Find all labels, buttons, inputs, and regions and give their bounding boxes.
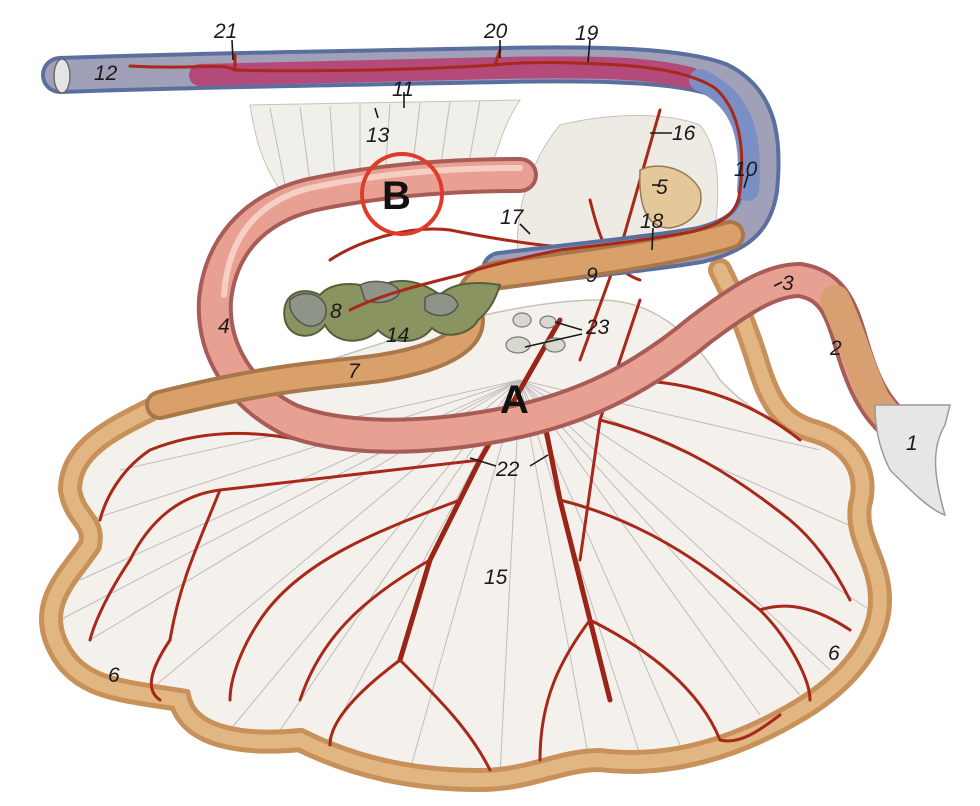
label-2: 2 bbox=[829, 337, 842, 360]
stomach-end-1 bbox=[874, 404, 951, 517]
label-9: 9 bbox=[586, 264, 598, 287]
outer-intestine-highlight bbox=[43, 263, 888, 788]
small-intestine-fill bbox=[200, 161, 904, 450]
lymph-nodes-23 bbox=[505, 312, 566, 354]
label-3: 3 bbox=[782, 272, 794, 295]
colon-purple-segment bbox=[189, 56, 701, 89]
label-4: 4 bbox=[218, 315, 230, 338]
label-6-left: 6 bbox=[108, 664, 120, 687]
label-1: 1 bbox=[906, 432, 918, 455]
label-12: 12 bbox=[94, 62, 118, 85]
label-15: 15 bbox=[484, 566, 508, 589]
marker-b-circle bbox=[360, 152, 444, 236]
mesentery-fibers bbox=[59, 379, 871, 776]
label-7: 7 bbox=[348, 360, 361, 383]
label-19: 19 bbox=[575, 22, 599, 45]
marker-a: A bbox=[500, 378, 529, 422]
colic-vessels bbox=[128, 48, 744, 312]
spiral-gray-lobe-1 bbox=[288, 293, 327, 327]
label-5: 5 bbox=[656, 176, 668, 199]
label-18: 18 bbox=[640, 210, 664, 233]
label-22: 22 bbox=[495, 458, 520, 481]
label-16: 16 bbox=[672, 122, 696, 145]
label-20: 20 bbox=[483, 20, 508, 43]
label-21: 21 bbox=[213, 20, 237, 43]
marker-b: B bbox=[382, 174, 411, 218]
leader-lines bbox=[231, 39, 783, 467]
label-10: 10 bbox=[734, 158, 758, 181]
colon-opening-12 bbox=[53, 58, 71, 94]
label-8: 8 bbox=[330, 300, 342, 323]
small-intestine-shine bbox=[221, 165, 523, 298]
label-17: 17 bbox=[500, 206, 525, 229]
label-6-right: 6 bbox=[828, 642, 840, 665]
upper-mesentery-fibers bbox=[269, 100, 481, 186]
label-23: 23 bbox=[585, 316, 610, 339]
caecum-5 bbox=[639, 165, 702, 229]
spiral-gray-lobe-3 bbox=[424, 292, 459, 317]
label-14: 14 bbox=[386, 324, 409, 347]
label-11: 11 bbox=[392, 78, 414, 101]
mesenteric-vessels bbox=[88, 108, 852, 772]
label-13: 13 bbox=[366, 124, 390, 147]
